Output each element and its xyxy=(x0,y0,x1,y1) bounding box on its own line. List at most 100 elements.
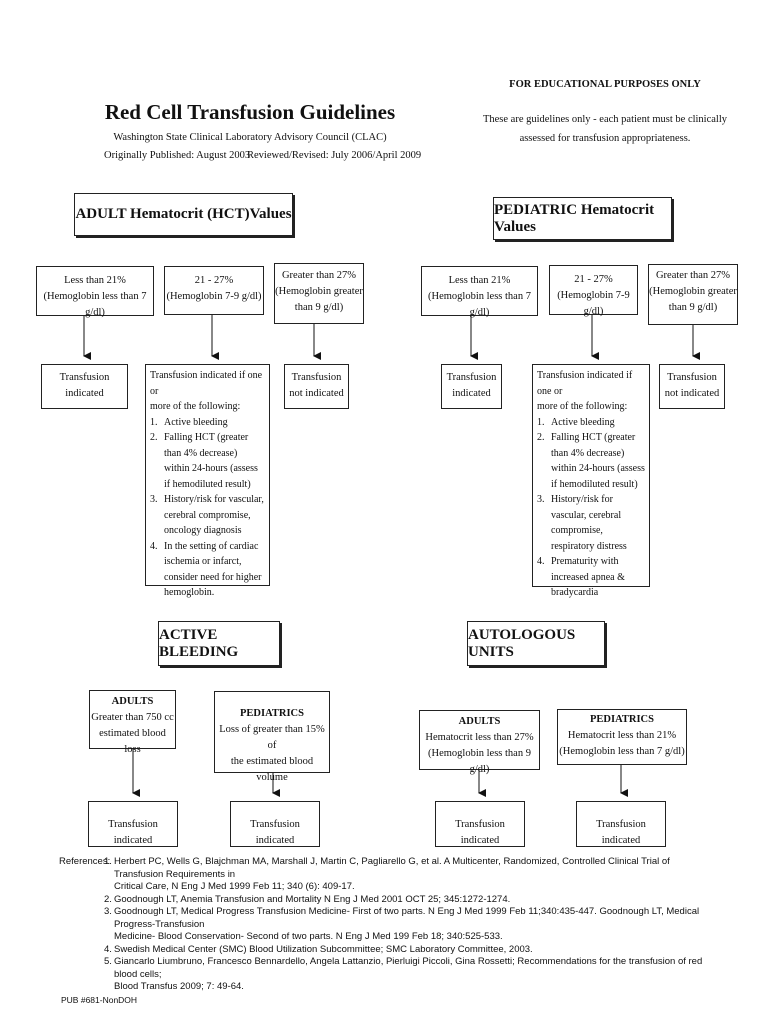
autologous-pediatrics-outcome: Transfusion indicated xyxy=(576,801,666,847)
page-title: Red Cell Transfusion Guidelines xyxy=(104,100,396,124)
references-label: References: xyxy=(59,856,111,867)
pediatrics-criteria-2: (Hemoglobin less than 7 g/dl) xyxy=(559,746,685,757)
adult-transfusion-not-indicated: Transfusion not indicated xyxy=(284,364,349,409)
reference-item: 1.Herbert PC, Wells G, Blajchman MA, Mar… xyxy=(104,856,704,894)
bleeding-pediatrics-box: PEDIATRICS Loss of greater than 15% of t… xyxy=(214,691,330,783)
adult-hct-high-box: Greater than 27% (Hemoglobin greater tha… xyxy=(274,263,364,324)
pediatrics-criteria-1: Loss of greater than 15% of xyxy=(219,724,325,751)
criteria-item: 3. History/risk for vascular, cerebral co… xyxy=(150,492,265,539)
adult-hct-mid-box: 21 - 27% (Hemoglobin 7-9 g/dl) xyxy=(164,266,264,315)
outcome-line: not indicated xyxy=(289,388,344,399)
bleeding-adults-outcome: Transfusion indicated xyxy=(88,801,178,847)
ref-number: 2. xyxy=(104,893,112,905)
bleeding-pediatrics-outcome: Transfusion indicated xyxy=(230,801,320,847)
ped-mid-hgb: (Hemoglobin 7-9 g/dl) xyxy=(557,290,630,317)
item-number: 3. xyxy=(537,494,545,505)
disclaimer-line-1: These are guidelines only - each patient… xyxy=(482,114,728,125)
adult-high-hgb-2: than 9 g/dl) xyxy=(294,302,344,313)
autologous-units-heading: AUTOLOGOUS UNITS xyxy=(467,621,605,666)
outcome-line: Transfusion xyxy=(59,372,110,383)
ref-text: Blood Transfus 2009; 7: 49-64. xyxy=(114,981,244,992)
pediatrics-criteria-1: Hematocrit less than 21% xyxy=(567,730,677,741)
item-text: Active bleeding xyxy=(551,416,615,428)
criteria-intro: more of the following: xyxy=(150,401,241,412)
ref-number: 5. xyxy=(104,956,112,967)
bleeding-adults-box: ADULTS Greater than 750 cc estimated blo… xyxy=(89,690,176,755)
adult-hct-low-box: Less than 21% (Hemoglobin less than 7 g/… xyxy=(36,266,154,318)
publication-number: PUB #681-NonDOH xyxy=(61,995,138,1005)
ref-text: Critical Care, N Eng J Med 1999 Feb 11; … xyxy=(114,881,355,892)
outcome-line: Transfusion xyxy=(291,372,342,383)
outcome-line: indicated xyxy=(65,388,104,399)
adults-criteria-1: Greater than 750 cc xyxy=(91,712,174,723)
item-text: Active bleeding xyxy=(164,416,228,428)
outcome-line: indicated xyxy=(452,388,491,399)
adults-criteria-2: estimated blood loss xyxy=(99,728,166,755)
ped-hct-mid-box: 21 - 27% (Hemoglobin 7-9 g/dl) xyxy=(549,265,638,317)
ped-high-range: Greater than 27% xyxy=(655,270,731,281)
active-bleeding-heading: ACTIVE BLEEDING xyxy=(158,621,280,666)
item-number: 1. xyxy=(537,416,545,428)
criteria-item: 4. In the setting of cardiac ischemia or … xyxy=(150,539,265,601)
adult-mid-hgb: (Hemoglobin 7-9 g/dl) xyxy=(166,291,262,302)
ped-high-hgb: (Hemoglobin greater xyxy=(649,286,737,297)
pediatrics-criteria-2: the estimated blood volume xyxy=(230,756,314,783)
item-text: History/risk for vascular, cerebral comp… xyxy=(551,494,627,552)
reference-item: 4.Swedish Medical Center (SMC) Blood Uti… xyxy=(104,944,704,957)
pediatrics-title: PEDIATRICS xyxy=(240,708,304,719)
criteria-item: 1. Active bleeding xyxy=(537,415,645,431)
ref-number: 3. xyxy=(104,906,112,917)
adult-hct-heading: ADULT Hematocrit (HCT)Values xyxy=(74,193,293,236)
outcome-line: not indicated xyxy=(664,388,720,399)
ref-number: 1. xyxy=(104,856,112,867)
adults-criteria-1: Hematocrit less than 27% xyxy=(425,732,534,743)
criteria-item: 4.Prematurity with increased apnea & bra… xyxy=(537,554,645,601)
autologous-adults-outcome: Transfusion indicated xyxy=(435,801,525,847)
ped-low-hgb: (Hemoglobin less than 7 g/dl) xyxy=(428,291,531,318)
item-number: 2. xyxy=(537,432,545,443)
ped-mid-range: 21 - 27% xyxy=(574,274,613,285)
ref-text: Medicine- Blood Conservation- Second of … xyxy=(114,931,503,942)
item-number: 1. xyxy=(150,416,158,428)
ped-hct-low-box: Less than 21% (Hemoglobin less than 7 g/… xyxy=(421,266,538,318)
item-number: 4. xyxy=(537,556,545,567)
criteria-item: 1. Active bleeding xyxy=(150,415,265,431)
pediatric-hct-heading: PEDIATRIC Hematocrit Values xyxy=(493,197,672,240)
item-number: 3. xyxy=(150,494,158,505)
ped-criteria-list: 1.Active bleeding 2.Falling HCT (greater… xyxy=(537,415,645,601)
ref-text: Herbert PC, Wells G, Blajchman MA, Marsh… xyxy=(114,856,670,880)
adult-low-hgb: (Hemoglobin less than 7 g/dl) xyxy=(43,291,147,318)
ref-text: Swedish Medical Center (SMC) Blood Utili… xyxy=(114,943,533,955)
adult-high-range: Greater than 27% xyxy=(281,270,357,281)
ped-high-hgb-2: than 9 g/dl) xyxy=(668,302,718,313)
ped-transfusion-not-indicated: Transfusion not indicated xyxy=(659,364,725,409)
criteria-intro: more of the following: xyxy=(537,401,628,412)
ref-number: 4. xyxy=(104,943,112,955)
adult-low-range: Less than 21% xyxy=(64,275,126,286)
item-text: History/risk for vascular, cerebral comp… xyxy=(164,494,264,536)
adult-criteria-box: Transfusion indicated if one or more of … xyxy=(145,364,270,598)
criteria-item: 2. Falling HCT (greater than 4% decrease)… xyxy=(150,430,265,492)
adult-mid-range: 21 - 27% xyxy=(194,275,234,286)
autologous-pediatrics-box: PEDIATRICS Hematocrit less than 21% (Hem… xyxy=(557,709,687,765)
adults-title: ADULTS xyxy=(458,716,501,727)
outcome-line: Transfusion xyxy=(446,372,497,383)
criteria-intro: Transfusion indicated if one or xyxy=(537,370,633,397)
criteria-intro: Transfusion indicated if one or xyxy=(150,370,263,397)
ped-criteria-box: Transfusion indicated if one or more of … xyxy=(532,364,650,598)
adult-high-hgb: (Hemoglobin greater xyxy=(275,286,363,297)
item-number: 2. xyxy=(150,432,158,443)
educational-notice: FOR EDUCATIONAL PURPOSES ONLY xyxy=(509,79,701,90)
item-text: Falling HCT (greater than 4% decrease) w… xyxy=(164,432,258,490)
adult-transfusion-indicated: Transfusion indicated xyxy=(41,364,128,409)
ped-low-range: Less than 21% xyxy=(448,275,511,286)
outcome-line: Transfusion xyxy=(667,372,717,383)
item-number: 4. xyxy=(150,540,158,552)
ped-hct-high-box: Greater than 27% (Hemoglobin greater tha… xyxy=(648,264,738,325)
adults-title: ADULTS xyxy=(111,696,154,707)
ref-text: Goodnough LT, Anemia Transfusion and Mor… xyxy=(114,893,511,905)
ped-transfusion-indicated: Transfusion indicated xyxy=(441,364,502,409)
published-date: Originally Published: August 2003 xyxy=(104,150,251,161)
item-text: In the setting of cardiac ischemia or in… xyxy=(164,540,262,599)
references-list: 1.Herbert PC, Wells G, Blajchman MA, Mar… xyxy=(104,856,704,994)
